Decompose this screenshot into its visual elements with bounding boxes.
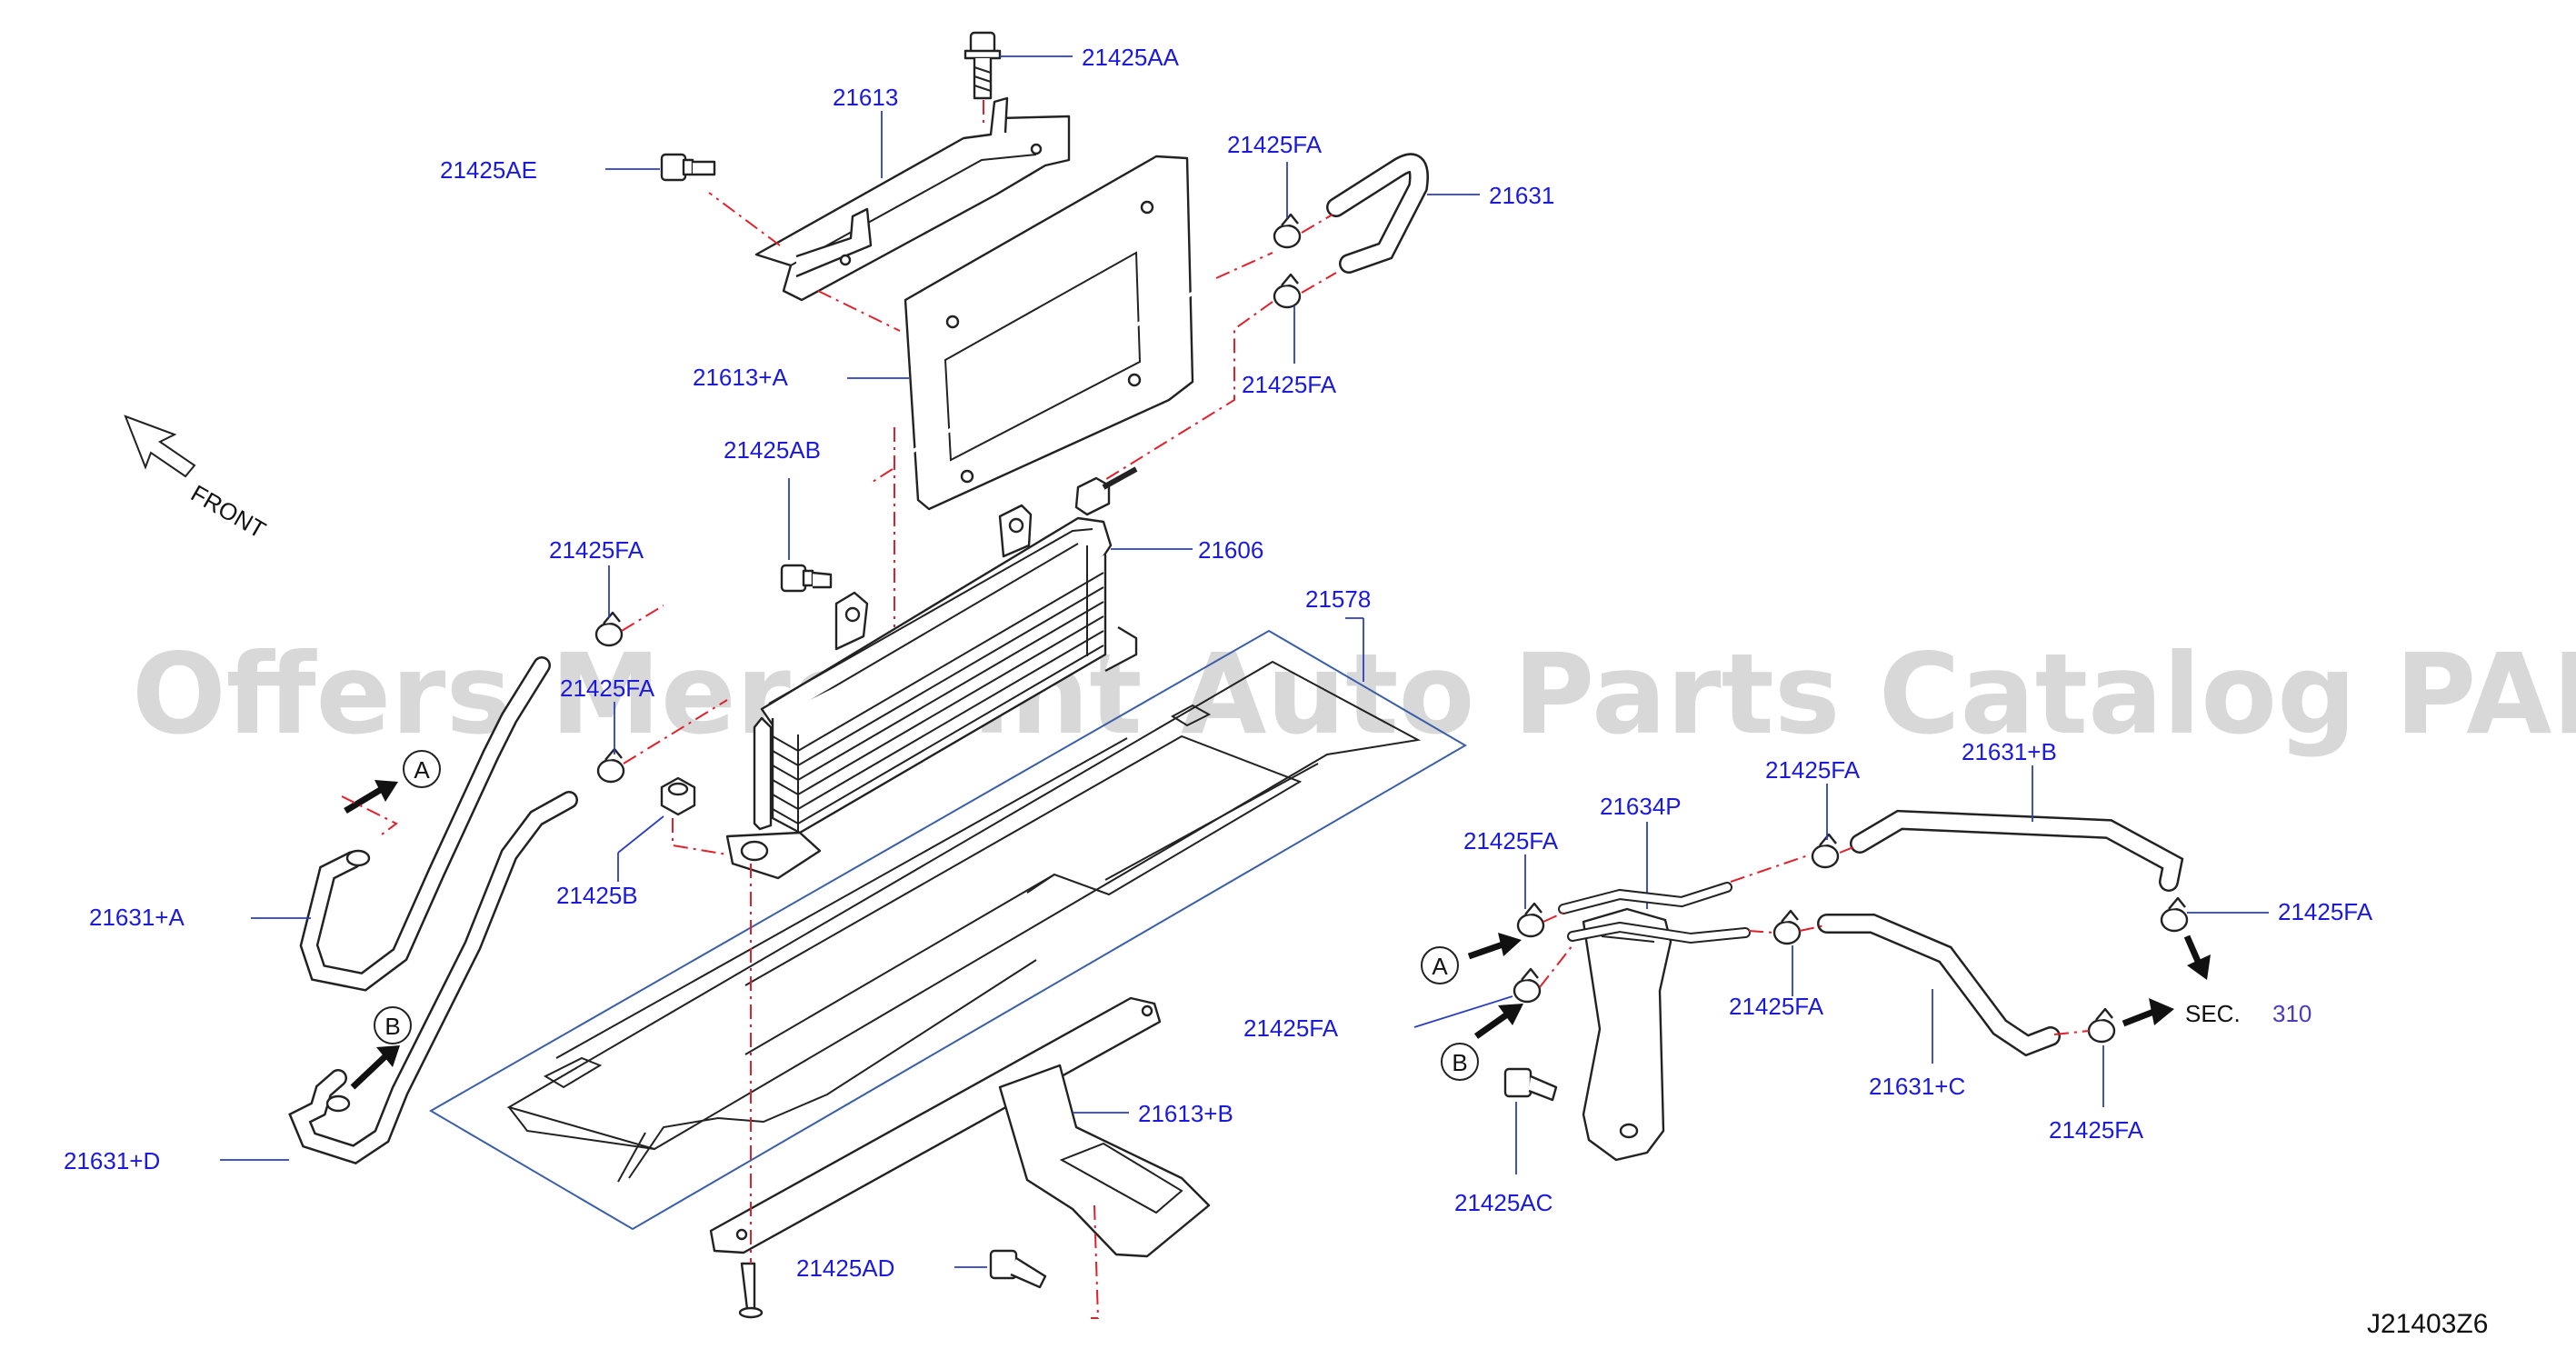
label-21425FA-top[interactable]: 21425FA [1227,131,1323,158]
oil-cooler-21606[interactable] [725,466,1138,880]
label-21425FA-left2[interactable]: 21425FA [560,674,655,702]
label-21631D[interactable]: 21631+D [64,1147,160,1174]
label-21425FA-r3[interactable]: 21425FA [2278,898,2373,925]
bolt-21425AE[interactable] [660,153,716,182]
label-21631B[interactable]: 21631+B [1962,738,2057,765]
label-21613[interactable]: 21613 [833,84,898,111]
label-21613B[interactable]: 21613+B [1138,1100,1233,1127]
clamp-21425FA-r5[interactable] [1772,909,1802,945]
marker-b-left: B [374,1006,412,1044]
svg-text:B: B [384,1013,400,1040]
label-21425FA-r1[interactable]: 21425FA [1463,827,1559,854]
label-21425FA-left[interactable]: 21425FA [549,536,644,564]
clamp-21425FA-r4[interactable] [1513,967,1542,1004]
svg-text:B: B [1452,1049,1467,1076]
svg-text:A: A [414,756,430,784]
section-number-link[interactable]: 310 [2272,1000,2311,1027]
hose-21631D[interactable] [288,791,578,1164]
bracket-21613[interactable] [754,96,1071,302]
clamp-21425FA-r6[interactable] [2087,1007,2116,1044]
label-21425FA-r6[interactable]: 21425FA [2049,1116,2144,1144]
label-21634P[interactable]: 21634P [1600,793,1682,820]
diagram-code: J21403Z6 [2367,1309,2488,1339]
section-prefix: SEC. [2185,1000,2241,1027]
hose-21631C[interactable] [1817,914,2061,1057]
bolt-21425B[interactable] [660,776,696,816]
bolt-21425AA[interactable] [964,31,1002,100]
label-21631[interactable]: 21631 [1489,182,1554,209]
marker-a-left: A [403,750,441,788]
watermark-text: Offers Merchant Auto Parts Catalog PARTS… [132,630,2576,759]
label-21425FA-r4[interactable]: 21425FA [1243,1014,1339,1042]
clamp-21425FA-top2[interactable] [1273,273,1302,309]
label-21425AB[interactable]: 21425AB [724,436,821,464]
clamp-21425FA-left[interactable] [594,611,624,647]
label-21578[interactable]: 21578 [1305,585,1371,613]
marker-a-right: A [1421,946,1459,984]
label-21606[interactable]: 21606 [1198,536,1263,564]
label-21425FA-r2[interactable]: 21425FA [1765,756,1861,784]
clamp-21425FA-r3[interactable] [2160,896,2189,933]
arrow-a-left-icon [344,780,398,814]
clamp-21425FA-left2[interactable] [596,747,625,784]
label-21425AE[interactable]: 21425AE [440,156,537,184]
arrow-b-left-icon [350,1045,400,1090]
bracket-21634P[interactable] [1582,907,1672,1162]
hose-21631[interactable] [1326,153,1429,274]
label-21425AC[interactable]: 21425AC [1454,1189,1553,1216]
arrow-a-right-icon [1467,933,1522,960]
hose-21631B[interactable] [1850,809,2184,892]
label-21425AA[interactable]: 21425AA [1082,44,1180,71]
bracket-21613B[interactable] [709,996,1211,1258]
label-21425FA-top2[interactable]: 21425FA [1242,371,1337,398]
pipe-upper-right [1558,882,1732,914]
panel-21578-outline [429,629,1467,1231]
label-21631A[interactable]: 21631+A [89,904,185,931]
arrow-down-right-icon [2183,934,2211,980]
front-arrow-icon [124,415,196,478]
label-21425B[interactable]: 21425B [556,882,638,909]
label-21613A[interactable]: 21613+A [693,364,788,391]
arrow-b-right-icon [1473,1004,1523,1039]
insulator-panel [506,660,1422,1183]
clamp-21425FA-r2[interactable] [1811,833,1840,869]
bolt-bottom-small [738,1262,764,1319]
bolt-21425AC[interactable] [1503,1067,1558,1102]
hose-end-d [325,1094,351,1113]
bolt-21425AB[interactable] [780,564,833,593]
bracket-21613A[interactable] [904,155,1194,511]
bolt-21425AD[interactable] [989,1249,1047,1289]
pipe-lower-right [1567,921,1751,944]
front-label: FRONT [186,479,271,544]
cooler-tube-upper [890,278,1217,465]
clamp-21425FA-r1[interactable] [1516,902,1545,938]
arrow-sec-icon [2122,998,2174,1027]
marker-b-right: B [1441,1043,1479,1081]
label-21631C[interactable]: 21631+C [1869,1073,1965,1100]
label-21425FA-r5[interactable]: 21425FA [1729,993,1824,1020]
hose-21631A[interactable] [299,656,551,992]
svg-text:A: A [1432,953,1448,980]
label-21425AD[interactable]: 21425AD [796,1254,894,1282]
clamp-21425FA-top[interactable] [1273,213,1302,249]
hose-end-a [345,849,371,867]
